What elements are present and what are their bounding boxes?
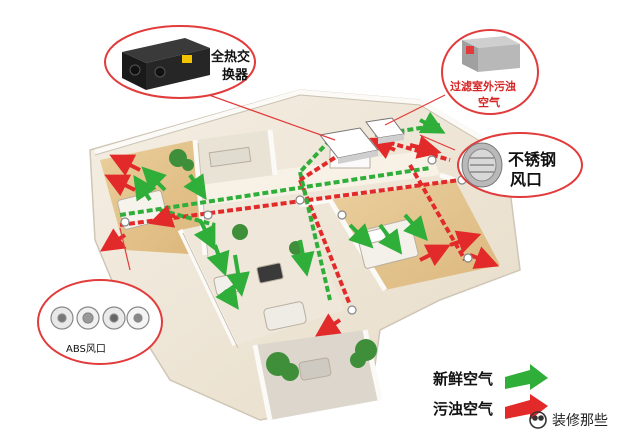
callout-lines — [119, 89, 456, 271]
plants — [169, 149, 377, 381]
dirty-arrows — [100, 135, 500, 337]
legend-dirty-arrow — [505, 394, 548, 420]
corridor-floor — [200, 150, 440, 205]
stainless-vent-label-1: 不锈钢 — [508, 150, 557, 169]
heat-exchanger-illustration — [122, 38, 210, 90]
stainless-vent-illustration — [461, 142, 503, 188]
heat-exchanger-label-2: 换器 — [222, 68, 249, 83]
legend-fresh-arrow — [505, 364, 548, 390]
heat-exchanger-callout — [104, 25, 256, 99]
watermark-icon — [529, 411, 547, 429]
legend-fresh-label: 新鲜空气 — [433, 370, 494, 388]
stainless-vent-label-2: 风口 — [510, 170, 543, 189]
hx-box-ceiling — [319, 127, 379, 164]
filter-box-ceiling — [365, 117, 405, 144]
vent-nodes — [120, 155, 473, 315]
fresh-duct-branch — [298, 171, 332, 301]
dirty-duct-main — [119, 178, 461, 227]
fresh-arrows — [133, 111, 446, 310]
fresh-duct-main — [119, 166, 431, 217]
stainless-vent-callout — [457, 132, 583, 198]
filter-label-2: 空气 — [478, 96, 500, 109]
heat-exchanger-label-1: 全热交 — [211, 50, 251, 65]
abs-vent-callout — [37, 279, 163, 365]
abs-vent-illustration — [50, 306, 150, 330]
fresh-duct-hx — [298, 138, 332, 174]
abs-vent-label: ABS风口 — [66, 344, 106, 355]
legend-dirty-label: 污浊空气 — [433, 400, 494, 418]
filter-illustration — [462, 36, 520, 72]
filter-label-1: 过滤室外污浊 — [450, 80, 516, 93]
filter-callout — [441, 29, 539, 115]
watermark-text: 装修那些 — [552, 413, 608, 429]
